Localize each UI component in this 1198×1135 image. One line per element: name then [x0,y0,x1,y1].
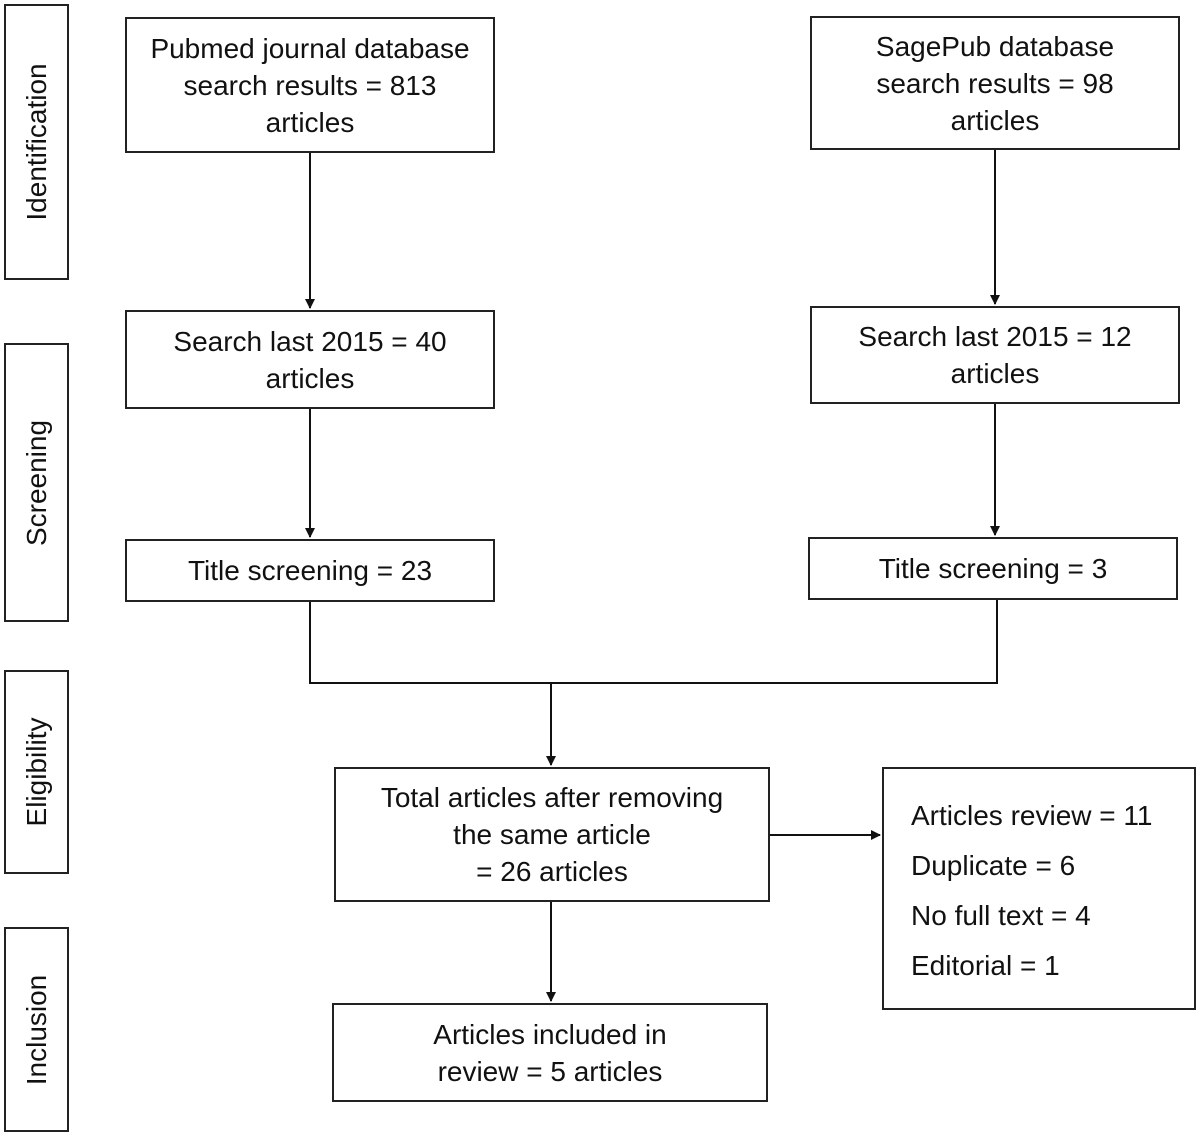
sagepub-search-line-3: articles [950,104,1040,136]
stage-inclusion: Inclusion [4,927,69,1132]
sagepub-last2015-box: Search last 2015 = 12 articles [810,306,1180,404]
included-articles-line-2: review = 5 articles [437,1055,663,1087]
total-articles-line-2: the same article [453,819,651,850]
sagepub-title-screening-text: Title screening = 3 [878,553,1108,584]
pubmed-title-screening-box: Title screening = 23 [125,539,495,602]
stage-screening: Screening [4,343,69,622]
pubmed-search-line-2: search results = 813 [183,69,437,101]
total-articles-line-3: = 26 articles [476,856,628,887]
stage-identification: Identification [4,4,69,280]
pubmed-last2015-line-1: Search last 2015 = 40 [173,325,447,357]
pubmed-search-line-3: articles [265,106,355,138]
sagepub-search-box: SagePub database search results = 98 art… [810,16,1180,150]
excluded-articles-box: Articles review = 11 Duplicate = 6 No fu… [882,767,1196,1010]
pubmed-last2015-line-2: articles [265,362,355,394]
excluded-item: Articles review = 11 [911,800,1153,831]
sagepub-search-line-2: search results = 98 [876,67,1114,99]
included-articles-box: Articles included in review = 5 articles [332,1003,768,1102]
excluded-item: Duplicate = 6 [911,850,1076,881]
pubmed-last2015-box: Search last 2015 = 40 articles [125,310,495,409]
sagepub-last2015-line-1: Search last 2015 = 12 [858,321,1132,352]
sagepub-title-screening-box: Title screening = 3 [808,537,1178,600]
sagepub-last2015-line-2: articles [950,358,1040,389]
merge-line [309,600,998,684]
total-articles-box: Total articles after removing the same a… [334,767,770,902]
sagepub-search-line-1: SagePub database [875,30,1115,62]
pubmed-search-box: Pubmed journal database search results =… [125,17,495,153]
stage-eligibility: Eligibility [4,670,69,874]
pubmed-search-line-1: Pubmed journal database [150,32,470,64]
excluded-item: Editorial = 1 [911,950,1060,981]
total-articles-line-1: Total articles after removing [380,782,724,813]
excluded-item: No full text = 4 [911,900,1091,931]
pubmed-title-screening-text: Title screening = 23 [187,555,433,586]
included-articles-line-1: Articles included in [433,1018,667,1050]
